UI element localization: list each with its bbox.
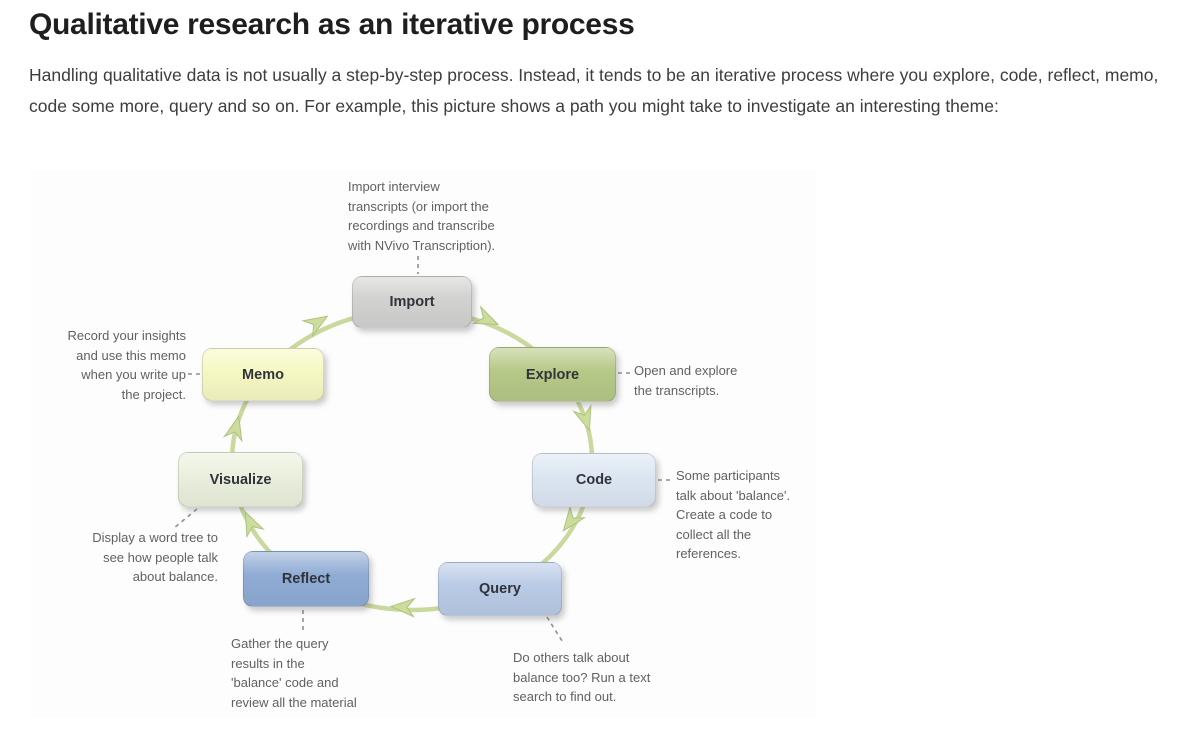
node-import-label: Import — [389, 294, 435, 310]
node-reflect: Reflect — [243, 551, 369, 607]
node-visualize: Visualize — [178, 452, 303, 507]
arrowhead-explore-code — [572, 404, 592, 432]
iterative-process-diagram: Import Explore Code Query Reflect Visual… — [30, 170, 816, 718]
node-code: Code — [532, 453, 656, 507]
node-explore-label: Explore — [525, 366, 580, 383]
node-visualize-label: Visualize — [209, 471, 272, 488]
cycle-arrowheads — [222, 305, 592, 618]
arrowhead-code-query — [562, 505, 587, 532]
annotation-visualize: Display a word tree to see how people ta… — [92, 530, 218, 584]
node-code-label: Code — [575, 472, 613, 488]
annotation-connectors — [173, 256, 674, 645]
node-query-label: Query — [479, 581, 521, 597]
node-query: Query — [438, 562, 562, 616]
annotation-query: Do others talk about balance too? Run a … — [513, 650, 651, 704]
connector-query-note — [546, 616, 565, 645]
annotation-code: Some participants talk about 'balance'. … — [676, 468, 791, 561]
node-memo: Memo — [202, 348, 324, 401]
annotation-reflect: Gather the query results in the 'balance… — [231, 636, 357, 710]
annotation-import: Import interview transcripts (or import … — [348, 179, 496, 253]
page-title: Qualitative research as an iterative pro… — [29, 8, 635, 41]
arrowhead-query-reflect — [389, 597, 417, 618]
arrowhead-reflect-visualize — [244, 510, 265, 539]
node-explore: Explore — [489, 347, 616, 402]
annotation-memo: Record your insights and use this memo w… — [67, 328, 187, 402]
node-memo-label: Memo — [242, 366, 284, 383]
connector-visualize-note — [173, 508, 198, 529]
annotation-explore: Open and explore the transcripts. — [634, 363, 738, 398]
intro-paragraph: Handling qualitative data is not usually… — [29, 65, 1159, 116]
arrowhead-visualize-memo — [222, 414, 243, 443]
node-import: Import — [352, 276, 472, 328]
arrowhead-memo-import — [301, 315, 329, 338]
node-reflect-label: Reflect — [281, 571, 331, 587]
arrowhead-import-explore — [471, 305, 500, 326]
